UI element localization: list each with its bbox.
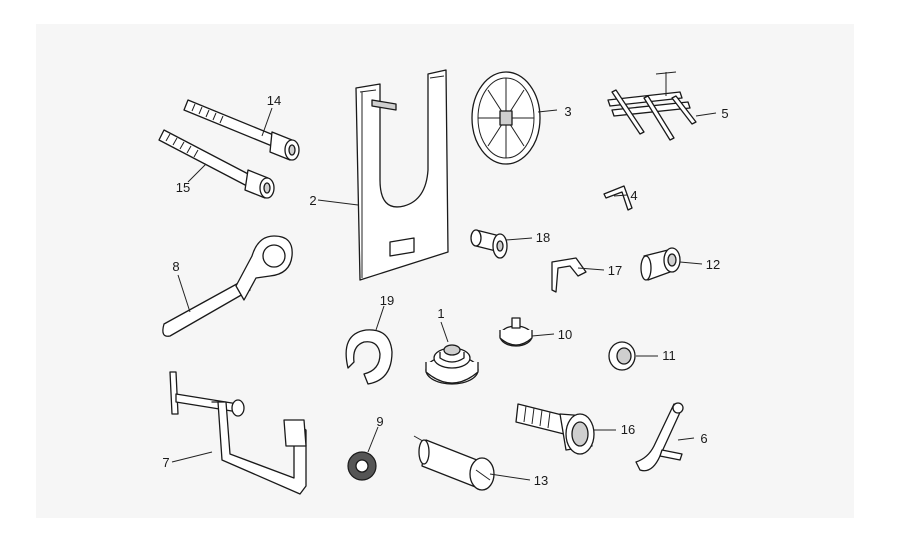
part-3-degree-wheel (471, 71, 541, 165)
callout-1: 1 (437, 306, 444, 321)
part-6-lever (635, 402, 684, 472)
part-10-cap (499, 317, 533, 347)
callout-14: 14 (267, 93, 281, 108)
part-11-bushing (608, 341, 636, 371)
part-4-bracket (603, 185, 633, 211)
part-5-tripod-tool (607, 71, 697, 141)
part-15-bolt (158, 129, 275, 199)
callout-16: 16 (621, 422, 635, 437)
part-12-adapter (640, 247, 681, 281)
callout-8: 8 (172, 259, 179, 274)
callout-10: 10 (558, 327, 572, 342)
part-9-gear (347, 451, 377, 481)
part-8-wrench (162, 235, 293, 337)
callout-9: 9 (376, 414, 383, 429)
callout-11: 11 (662, 348, 676, 363)
callout-18: 18 (536, 230, 550, 245)
part-16-tool (515, 403, 595, 455)
part-1-puller (425, 344, 479, 385)
callout-19: 19 (380, 293, 394, 308)
part-7-clamp (169, 371, 307, 495)
callout-7: 7 (162, 455, 169, 470)
callout-17: 17 (608, 263, 622, 278)
callout-12: 12 (706, 257, 720, 272)
callout-2: 2 (309, 193, 316, 208)
part-13-driver (413, 435, 495, 491)
callout-6: 6 (700, 431, 707, 446)
part-2-fork-plate (355, 69, 449, 281)
part-19-shim (345, 329, 393, 385)
callout-4: 4 (630, 188, 637, 203)
leader-lines (171, 107, 717, 481)
part-17-clip (551, 257, 587, 293)
callout-5: 5 (721, 106, 728, 121)
part-14-bolt (183, 99, 300, 161)
callout-13: 13 (534, 473, 548, 488)
callout-15: 15 (176, 180, 190, 195)
callout-3: 3 (564, 104, 571, 119)
part-18-sleeve (470, 229, 508, 259)
